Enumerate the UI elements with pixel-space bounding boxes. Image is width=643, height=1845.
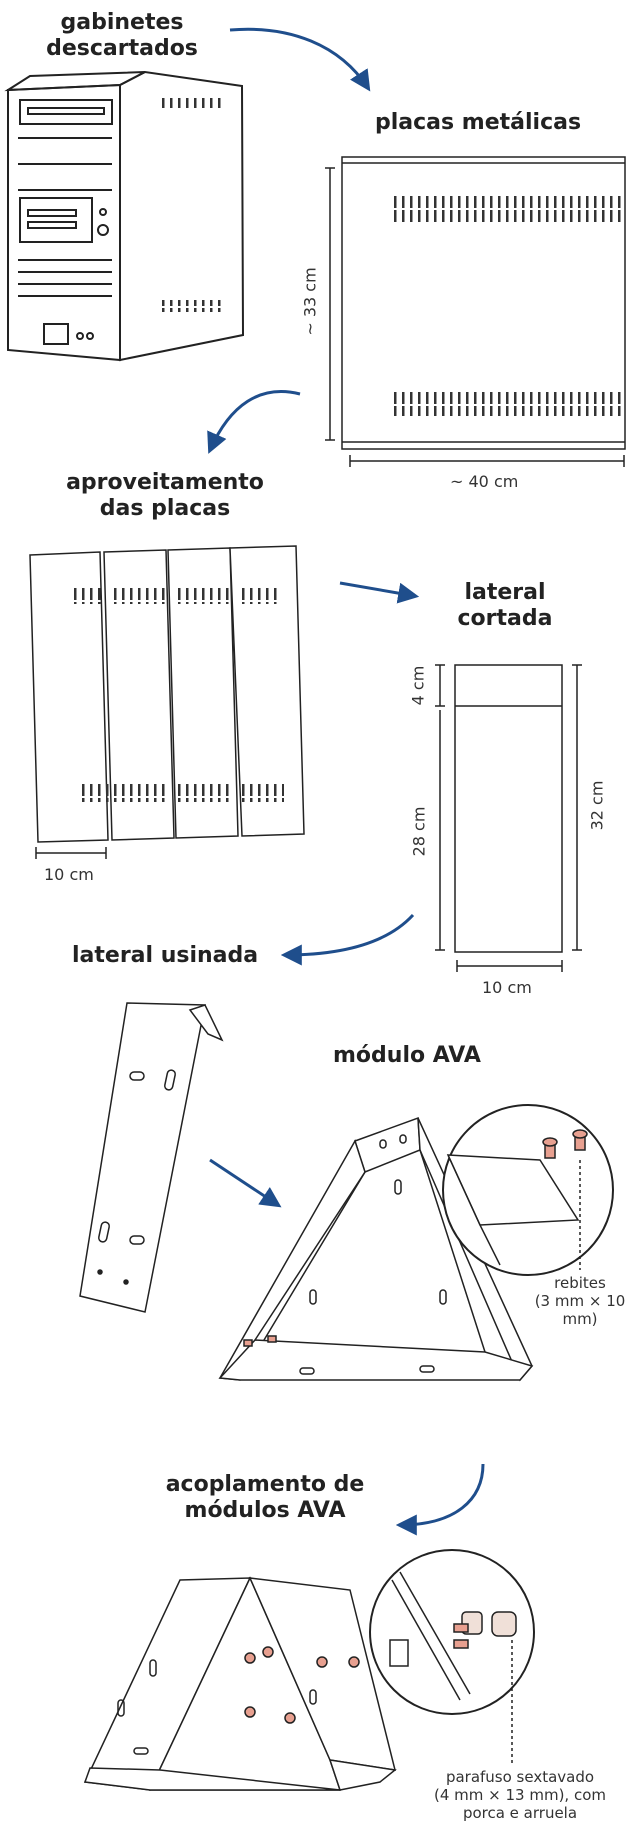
dim-total-height: 32 cm [587, 780, 607, 831]
flow-arrow-1 [229, 27, 371, 92]
title-plate-use: aproveitamento das placas [66, 470, 264, 521]
dim-plate-width: ~ 40 cm [450, 472, 519, 491]
coupled-modules-drawing [83, 1576, 397, 1791]
title-discarded-cases: gabinetes descartados [46, 10, 198, 61]
computer-case-drawing [4, 70, 245, 362]
bolt-detail-drawing [369, 1549, 535, 1765]
dim-strip-width: 10 cm [44, 865, 94, 884]
metal-plate-drawing [325, 156, 626, 467]
dim-cut-width: 10 cm [482, 978, 532, 997]
flow-arrow-5 [209, 1158, 282, 1208]
dim-lower-segment: 28 cm [409, 806, 429, 857]
title-cut-side: lateral cortada [457, 580, 553, 631]
title-module-coupling: acoplamento de módulos AVA [165, 1472, 365, 1523]
dim-plate-height: ~ 33 cm [300, 267, 320, 336]
title-machined-side: lateral usinada [72, 943, 259, 968]
rivet-detail-drawing [442, 1104, 614, 1276]
machined-panel-drawing [79, 1002, 224, 1313]
flow-arrow-4 [280, 913, 415, 966]
title-ava-module: módulo AVA [333, 1043, 481, 1068]
callout-rivets: rebites (3 mm × 10 mm) [534, 1274, 626, 1328]
cut-panel-drawing [435, 664, 582, 972]
title-metal-plates: placas metálicas [375, 110, 582, 135]
flow-arrow-3 [339, 581, 420, 604]
dim-top-segment: 4 cm [408, 665, 428, 706]
plate-strips-drawing [29, 545, 305, 859]
callout-bolt: parafuso sextavado (4 mm × 13 mm), com p… [434, 1768, 606, 1822]
flow-arrow-2 [207, 390, 301, 454]
flow-arrow-6 [395, 1463, 485, 1536]
